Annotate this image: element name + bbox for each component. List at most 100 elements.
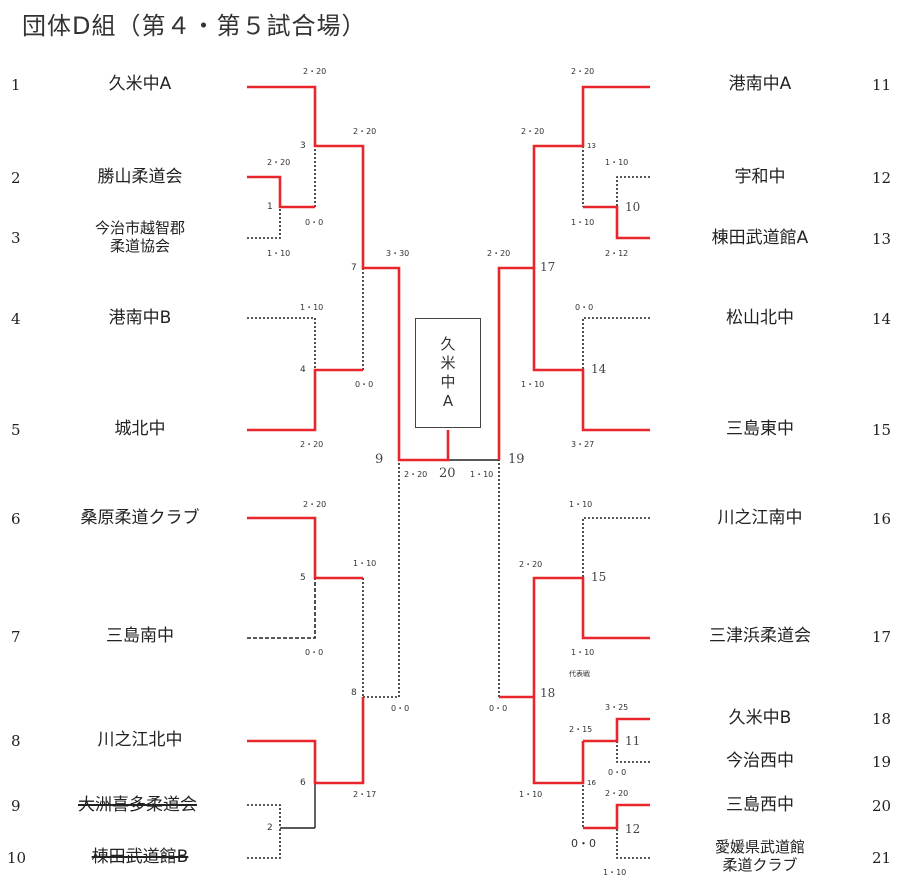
score-label: 2・15 xyxy=(569,725,593,734)
team-name: 三島南中 xyxy=(106,626,174,646)
line-team-9 xyxy=(247,804,281,828)
team-name: 桑原柔道クラブ xyxy=(80,508,200,528)
win-team-17 xyxy=(532,576,650,785)
champion-box: 久 米 中 A xyxy=(415,318,481,428)
seed-number: 4 xyxy=(11,310,21,328)
win-team-13 xyxy=(583,205,650,240)
score-label: 2・20 xyxy=(571,67,595,76)
team-name: 三島西中 xyxy=(726,795,794,815)
score-label: 0・0 xyxy=(575,303,594,312)
seed-number: 2 xyxy=(11,169,21,187)
team-name: 三島東中 xyxy=(726,419,794,439)
win-team-8 xyxy=(247,697,365,785)
seed-number: 18 xyxy=(872,710,892,728)
team-name: 勝山柔道会 xyxy=(97,167,183,187)
team-name: 愛媛県武道館 柔道クラブ xyxy=(714,838,805,874)
line-team-4 xyxy=(247,317,316,370)
score-label: 0・0 xyxy=(489,704,508,713)
score-label: 1・10 xyxy=(267,249,291,258)
match-number: 3 xyxy=(300,141,306,151)
seed-number: 16 xyxy=(872,510,892,528)
score-label: 1・10 xyxy=(571,218,595,227)
score-label: 1・10 xyxy=(300,303,324,312)
win-team-1 xyxy=(247,85,450,462)
line-team-21 xyxy=(616,828,650,859)
seed-number: 20 xyxy=(872,797,892,815)
seed-number: 6 xyxy=(11,510,21,528)
seed-number: 19 xyxy=(872,753,892,771)
win-team-5 xyxy=(247,368,363,432)
match-number: 2 xyxy=(267,823,273,833)
team-name: 久米中A xyxy=(108,74,172,94)
match-number: 8 xyxy=(351,688,357,698)
seed-number: 14 xyxy=(872,310,892,328)
score-label: 2・20 xyxy=(605,789,629,798)
seed-number: 8 xyxy=(11,732,21,750)
win-team-6 xyxy=(247,516,363,580)
champion-name: 久 米 中 A xyxy=(440,335,456,410)
score-label: 0・0 xyxy=(355,380,374,389)
score-label: 2・20 xyxy=(303,67,327,76)
score-label: 2・12 xyxy=(605,249,629,258)
match-number: 16 xyxy=(587,779,596,787)
score-label: 1・10 xyxy=(571,648,595,657)
seed-number: 21 xyxy=(872,849,892,867)
match-number: 4 xyxy=(300,365,306,375)
score-label: 2・20 xyxy=(487,249,511,258)
line-team-7 xyxy=(247,578,316,639)
team-name: 今治市越智郡 柔道協会 xyxy=(94,219,185,255)
score-label: 2・17 xyxy=(353,790,377,799)
seed-number: 1 xyxy=(11,76,21,94)
match-number: 11 xyxy=(625,734,641,748)
team-name: 港南中B xyxy=(108,308,172,328)
line-team-14 xyxy=(582,317,650,370)
line-team-10 xyxy=(247,828,281,859)
match-number: 19 xyxy=(508,452,525,467)
match-number: 6 xyxy=(300,778,306,788)
match-number: 17 xyxy=(540,260,556,274)
lose-solid xyxy=(280,459,499,829)
team-name: 川之江北中 xyxy=(97,730,183,750)
line-team-16 xyxy=(582,517,650,578)
team-name: 城北中 xyxy=(114,419,166,439)
score-label: 0・0 xyxy=(305,648,324,657)
match-number: 13 xyxy=(587,142,596,150)
representative-match-note: 代表戦 xyxy=(569,670,590,678)
score-label: 3・25 xyxy=(605,703,629,712)
score-label: 1・10 xyxy=(519,790,543,799)
team-name: 宇和中 xyxy=(734,167,786,187)
seed-number: 13 xyxy=(872,230,892,248)
match-number: 5 xyxy=(300,573,306,583)
seed-number: 9 xyxy=(11,797,21,815)
score-label: 2・20 xyxy=(404,470,428,479)
score-label: 1・10 xyxy=(521,380,545,389)
score-label: 1・10 xyxy=(470,470,494,479)
match-number: 15 xyxy=(591,570,607,584)
win-team-20 xyxy=(583,803,650,830)
line-team-12 xyxy=(616,176,650,207)
line-team-19 xyxy=(616,741,650,763)
win-team-18 xyxy=(583,717,650,743)
match-number-final: 20 xyxy=(439,466,456,481)
score-label: 2・20 xyxy=(353,127,377,136)
team-name-withdrawn: 棟田武道館B xyxy=(91,847,189,867)
match-number: 18 xyxy=(540,686,556,700)
score-label: 2・20 xyxy=(521,127,545,136)
line-match-8 xyxy=(363,460,400,698)
score-label: 3・27 xyxy=(571,440,595,449)
page-title: 団体D組（第４・第５試合場） xyxy=(22,12,367,40)
win-team-15 xyxy=(532,268,650,432)
score-label: 1・10 xyxy=(605,158,629,167)
seed-number: 5 xyxy=(11,421,21,439)
match-number: 10 xyxy=(625,200,641,214)
losing-lines xyxy=(247,146,650,859)
score-label: 2・20 xyxy=(267,158,291,167)
score-label: 0・0 xyxy=(305,218,324,227)
seed-number: 17 xyxy=(872,628,892,646)
team-name: 港南中A xyxy=(728,74,792,94)
match-number: 9 xyxy=(375,452,384,467)
score-label: 1・10 xyxy=(353,559,377,568)
seed-number: 3 xyxy=(11,229,21,247)
score-label: 0・0 xyxy=(391,704,410,713)
